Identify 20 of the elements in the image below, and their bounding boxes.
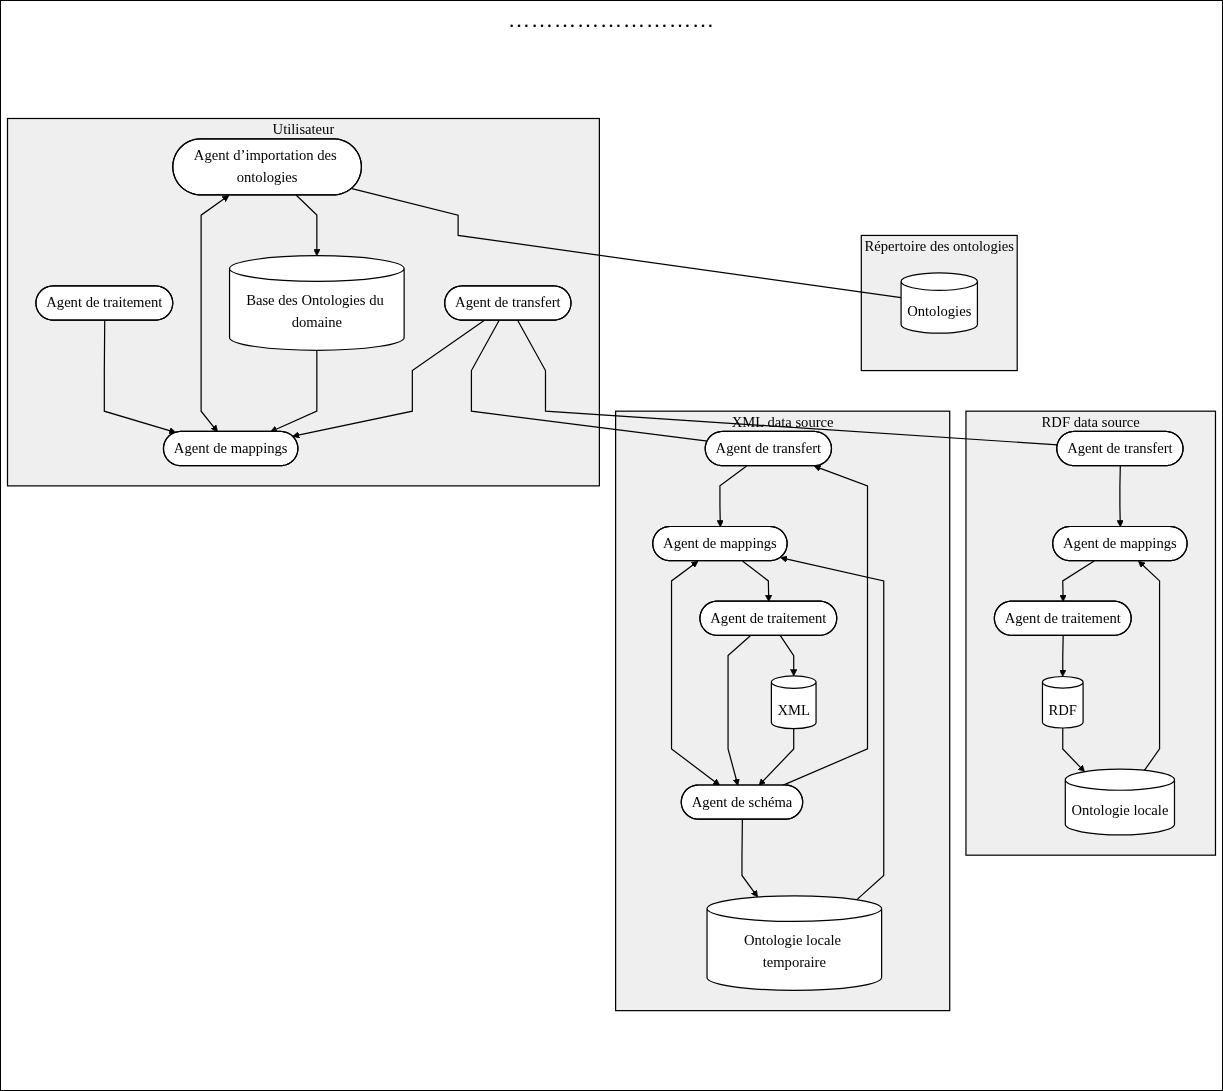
arrow [758, 727, 795, 786]
arrow [716, 465, 748, 528]
arrow [741, 560, 773, 602]
connector [351, 187, 902, 299]
ellipsis-text: ……………………… [508, 7, 715, 32]
arrow [270, 349, 318, 433]
arrow [1116, 465, 1124, 528]
arrow [741, 818, 758, 898]
arrow [103, 319, 177, 435]
arrow [670, 560, 721, 786]
arrow [200, 195, 230, 433]
arrow [295, 194, 321, 256]
arrow [1138, 560, 1161, 771]
arrow [727, 635, 751, 786]
arrow [1059, 560, 1095, 602]
arrow [1062, 727, 1085, 772]
arrow [779, 635, 798, 677]
arrow [1059, 635, 1067, 677]
arrow [780, 555, 885, 901]
arrow [292, 319, 485, 439]
